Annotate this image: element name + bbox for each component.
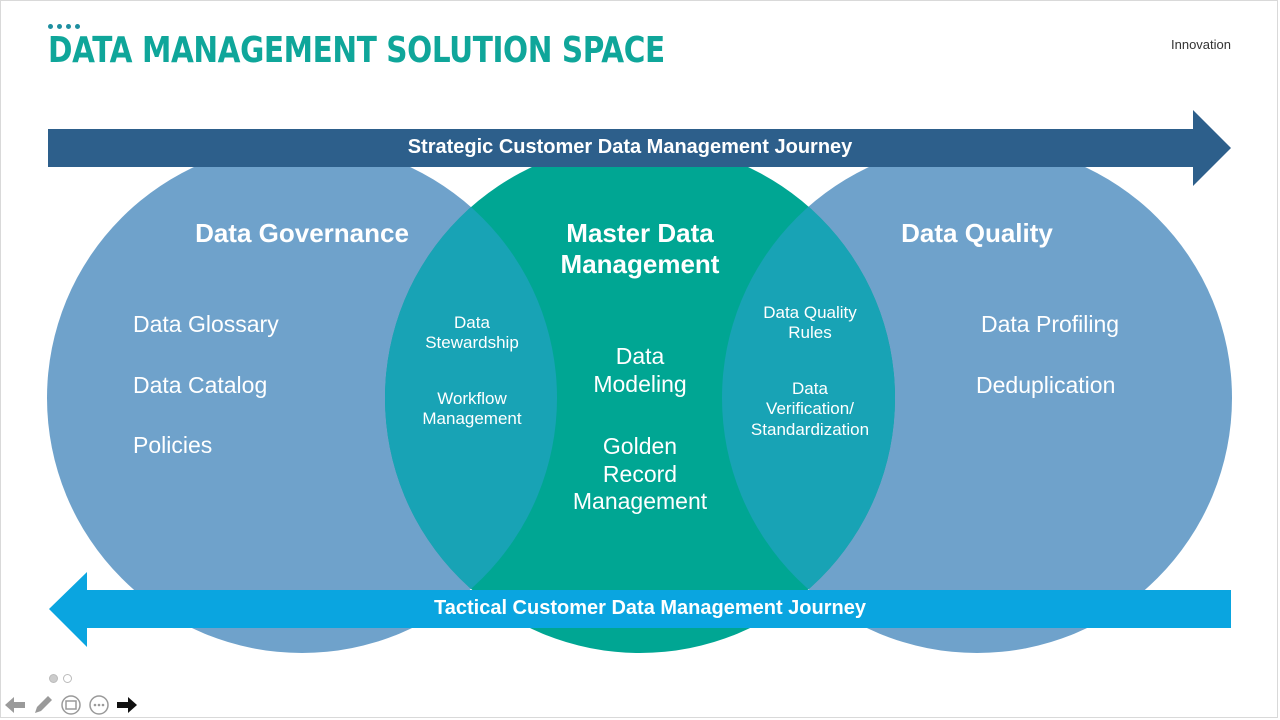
slide-title: DATA MANAGEMENT SOLUTION SPACE [48, 30, 665, 71]
title-decoration-dots [48, 24, 80, 29]
back-arrow-icon[interactable] [4, 694, 26, 716]
overlap-left [385, 143, 557, 653]
quality-title: Data Quality [901, 218, 1053, 248]
strategic-journey-arrow [48, 110, 1231, 186]
overlap-right [722, 143, 895, 653]
strategic-journey-label: Strategic Customer Data Management Journ… [407, 136, 853, 158]
more-options-icon[interactable] [88, 694, 110, 716]
pager-dot[interactable] [63, 674, 72, 683]
pen-icon[interactable] [32, 694, 54, 716]
forward-arrow-icon[interactable] [116, 694, 138, 716]
section-label: Innovation [1171, 37, 1231, 52]
quality-item: Deduplication [976, 372, 1116, 398]
slide-pager [49, 674, 72, 683]
governance-title: Data Governance [195, 218, 409, 248]
slides-icon[interactable] [60, 694, 82, 716]
governance-item: Data Catalog [133, 372, 268, 398]
governance-item: Policies [133, 432, 213, 458]
pager-dot[interactable] [49, 674, 58, 683]
governance-item: Data Glossary [133, 311, 279, 337]
tactical-journey-label: Tactical Customer Data Management Journe… [434, 597, 866, 619]
presentation-toolbar [4, 694, 138, 716]
quality-item: Data Profiling [981, 311, 1120, 337]
tactical-journey-arrow [49, 572, 1231, 647]
